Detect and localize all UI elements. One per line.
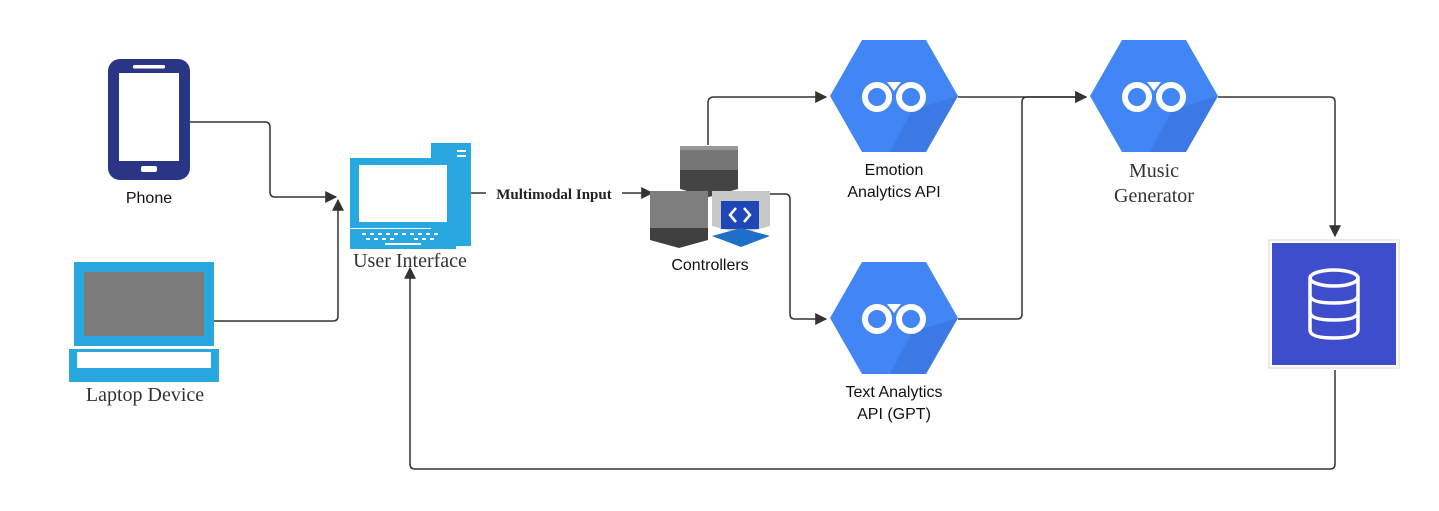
api-hexagon-icon xyxy=(830,262,958,374)
laptop-icon xyxy=(69,262,219,382)
desktop-computer-icon xyxy=(350,143,471,249)
edge-laptop-to-ui xyxy=(214,198,344,322)
music-label-line1: Music xyxy=(1129,160,1179,182)
edge-text-to-music xyxy=(958,91,1088,320)
music-label-line2: Generator xyxy=(1114,185,1194,207)
laptop-node: Laptop Device xyxy=(69,262,219,406)
edge-music-to-database xyxy=(1218,96,1341,238)
music-generator-node: Music Generator xyxy=(1090,40,1218,207)
api-hexagon-icon xyxy=(830,40,958,152)
ui-node: User Interface xyxy=(350,143,471,272)
laptop-label: Laptop Device xyxy=(86,384,204,406)
phone-label: Phone xyxy=(126,190,172,207)
database-icon xyxy=(1268,239,1400,369)
multimodal-input-label: Multimodal Input xyxy=(496,187,611,203)
controllers-cubes-icon xyxy=(650,146,770,248)
api-hexagon-icon xyxy=(1090,40,1218,152)
text-label-line1: Text Analytics xyxy=(846,384,943,401)
phone-node: Phone xyxy=(108,59,190,207)
controllers-node: Controllers xyxy=(650,146,770,274)
text-label-line2: API (GPT) xyxy=(857,406,931,423)
ui-label: User Interface xyxy=(353,250,467,272)
emotion-api-node: Emotion Analytics API xyxy=(830,40,958,201)
edge-database-to-ui xyxy=(404,266,1336,470)
text-api-node: Text Analytics API (GPT) xyxy=(830,262,958,423)
emotion-label-line1: Emotion xyxy=(865,162,924,179)
database-node xyxy=(1268,239,1400,369)
emotion-label-line2: Analytics API xyxy=(847,184,940,201)
edge-phone-to-ui xyxy=(190,121,338,203)
edge-controllers-to-text xyxy=(745,193,828,325)
controllers-label: Controllers xyxy=(671,257,748,274)
phone-icon xyxy=(108,59,190,180)
edges xyxy=(190,91,1341,470)
edge-controllers-to-emotion xyxy=(707,91,828,145)
